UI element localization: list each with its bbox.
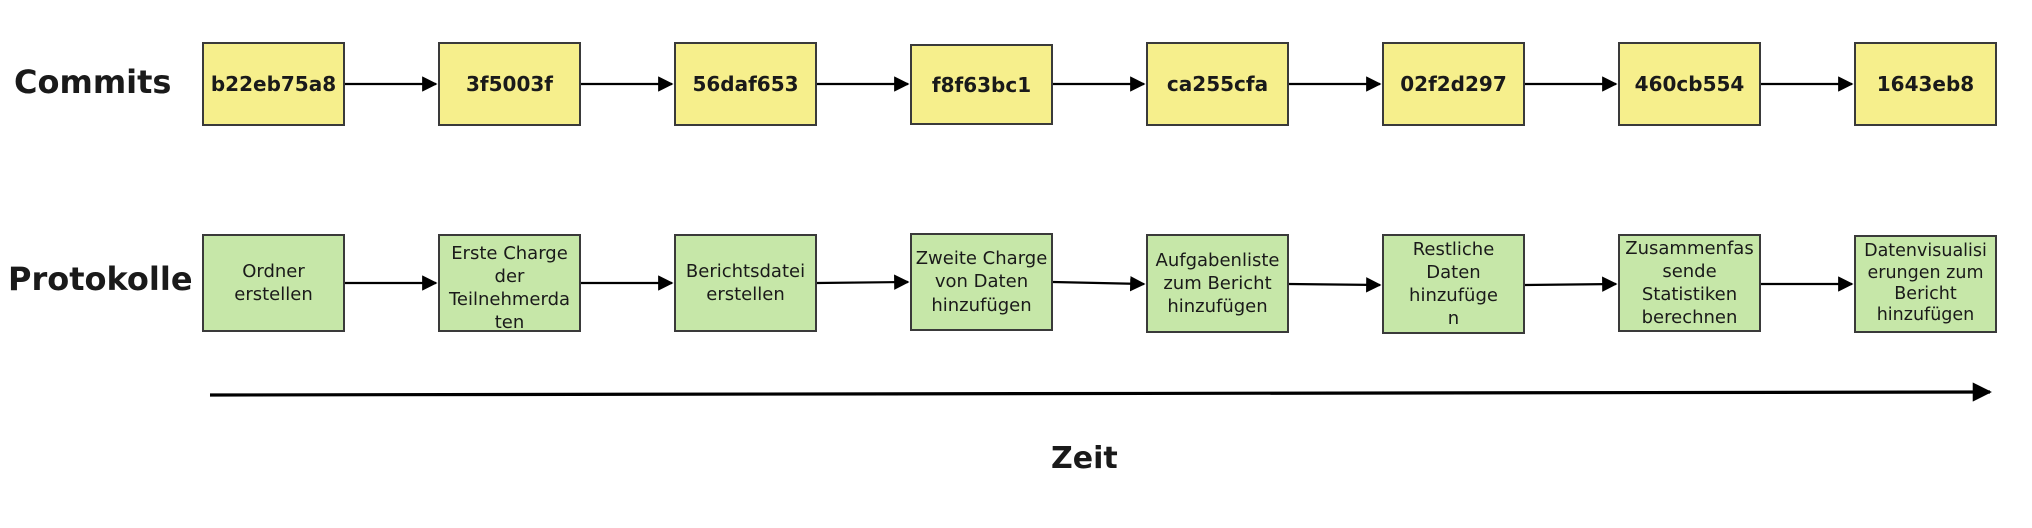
commit-hash: f8f63bc1 (931, 72, 1032, 97)
time-axis-label: Zeit (1051, 441, 1118, 476)
protocol-text: Aufgabenliste zum Bericht hinzufügen (1155, 249, 1280, 318)
commit-node: 56daf653 (674, 42, 817, 126)
protocol-node: Zweite Charge von Daten hinzufügen (910, 233, 1053, 331)
protocol-text: Restliche Daten hinzufügen (1409, 238, 1498, 330)
protocol-text: Erste Charge der Teilnehmerdaten (448, 243, 571, 332)
protocol-node: Erste Charge der Teilnehmerdaten (438, 234, 581, 332)
protocol-node: Datenvisualisierungen zum Bericht hinzuf… (1854, 235, 1997, 333)
protocol-arrow (1052, 275, 1146, 292)
protocol-text: Datenvisualisierungen zum Bericht hinzuf… (1864, 241, 1987, 326)
protocol-text: Ordner erstellen (234, 260, 313, 305)
protocol-node: Ordner erstellen (202, 234, 345, 332)
commit-node: 460cb554 (1618, 42, 1761, 126)
protocol-node: Aufgabenliste zum Bericht hinzufügen (1146, 234, 1289, 333)
protocol-node: Zusammenfassende Statistiken berechnen (1618, 234, 1761, 332)
commit-node: 1643eb8 (1854, 42, 1997, 126)
protocol-text: Zweite Charge von Daten hinzufügen (915, 248, 1048, 316)
commit-node: 02f2d297 (1382, 42, 1525, 126)
protocol-node: Restliche Daten hinzufügen (1382, 234, 1525, 334)
protocol-text: Zusammenfassende Statistiken berechnen (1625, 237, 1754, 329)
commit-node: f8f63bc1 (910, 44, 1053, 125)
commit-node: 3f5003f (438, 42, 581, 126)
commit-node: ca255cfa (1146, 42, 1289, 126)
protocol-node: Berichtsdatei erstellen (674, 234, 817, 332)
commit-hash: b22eb75a8 (210, 72, 337, 96)
protocol-arrows (345, 274, 1854, 293)
commit-hash: ca255cfa (1166, 72, 1269, 96)
protocol-arrow (816, 274, 910, 290)
commits-row-label: Commits (14, 63, 172, 101)
commit-hash: 3f5003f (466, 72, 553, 96)
commit-hash: 1643eb8 (1876, 72, 1975, 96)
commit-hash: 56daf653 (692, 72, 799, 96)
time-axis-arrow (209, 382, 1992, 402)
protocol-arrow (1524, 276, 1618, 292)
protocols-row-label: Protokolle (8, 260, 193, 298)
commit-hash: 460cb554 (1634, 72, 1745, 96)
commit-hash: 02f2d297 (1400, 72, 1507, 96)
protocol-arrow (1288, 277, 1382, 293)
commit-node: b22eb75a8 (202, 42, 345, 126)
protocol-text: Berichtsdatei erstellen (685, 260, 806, 305)
